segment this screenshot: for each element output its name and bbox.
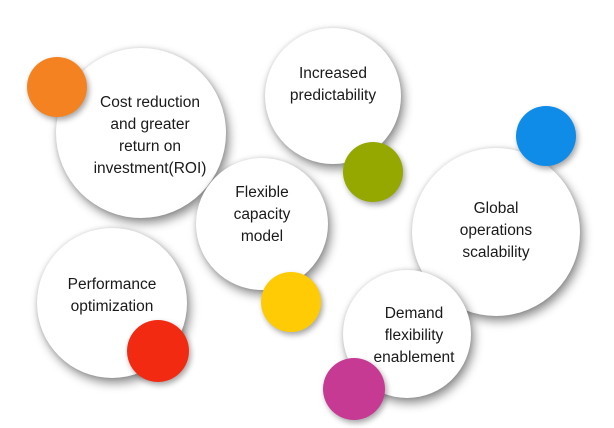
label-line: model bbox=[240, 228, 284, 245]
label-line: Flexible bbox=[235, 184, 289, 201]
label-line: return on bbox=[118, 138, 182, 155]
red-dot bbox=[127, 320, 189, 382]
label-line: scalability bbox=[462, 244, 530, 261]
yellow-dot bbox=[261, 272, 321, 332]
bubble-label: Demand flexibility enablement bbox=[373, 303, 454, 369]
label-line: optimization bbox=[70, 298, 154, 315]
label-line: Increased bbox=[298, 65, 368, 82]
label-line: Cost reduction bbox=[100, 94, 200, 111]
label-line: predictability bbox=[289, 87, 377, 104]
bubble-increased-predictability: Increased predictability bbox=[265, 28, 401, 164]
olive-dot bbox=[343, 142, 403, 202]
pink-dot bbox=[323, 358, 385, 420]
bubble-label: Increased predictability bbox=[290, 63, 376, 107]
bubble-label: Flexible capacity model bbox=[234, 182, 291, 248]
label-line: Global bbox=[473, 200, 519, 217]
bubble-label: Cost reduction and greater return on inv… bbox=[66, 92, 217, 180]
label-line: flexibility bbox=[384, 327, 444, 344]
label-line: and greater bbox=[110, 116, 190, 133]
bubble-label: Performance optimization bbox=[68, 274, 157, 318]
bubble-flexible-capacity-model: Flexible capacity model bbox=[196, 158, 328, 290]
label-line: Performance bbox=[67, 276, 157, 293]
bubble-label: Global operations scalability bbox=[460, 198, 532, 264]
label-line: Demand bbox=[384, 305, 444, 322]
label-line: investment(ROI) bbox=[93, 160, 207, 177]
label-line: operations bbox=[459, 222, 533, 239]
label-line: enablement bbox=[373, 349, 455, 366]
blue-dot bbox=[516, 106, 576, 166]
label-line: capacity bbox=[233, 206, 291, 223]
orange-dot bbox=[27, 57, 87, 117]
